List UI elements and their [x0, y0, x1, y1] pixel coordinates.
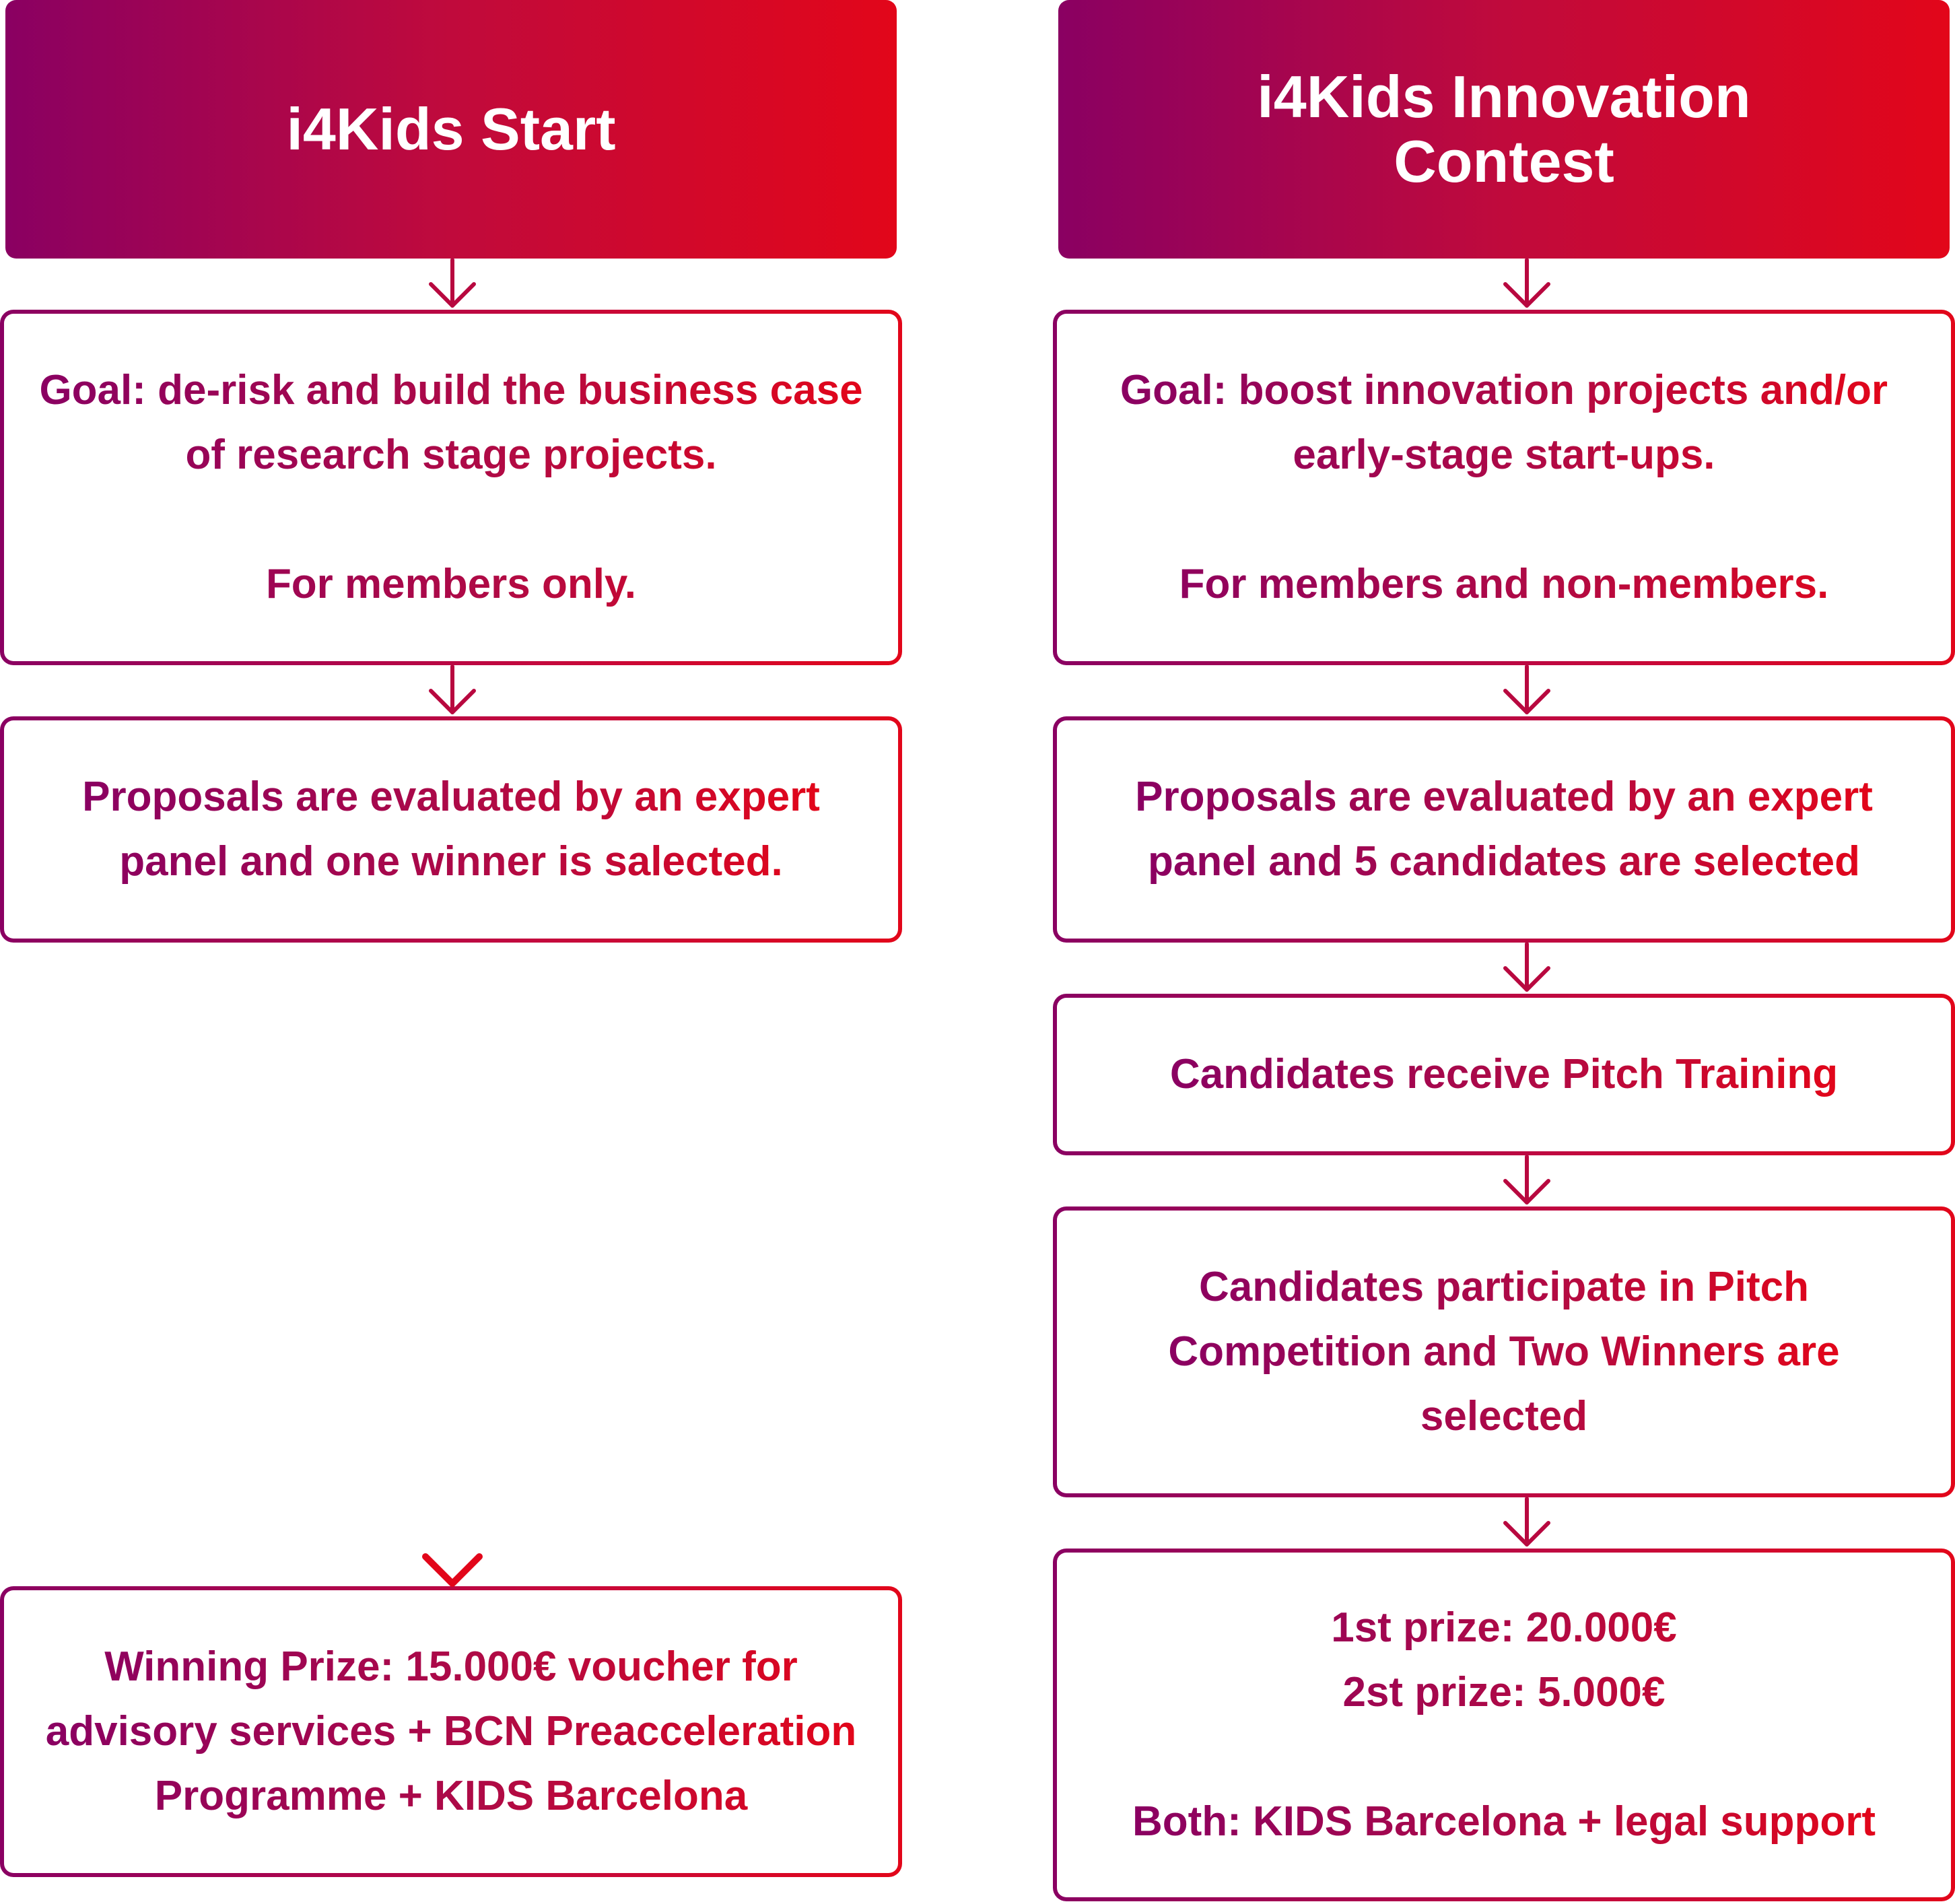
right-goal-box: Goal: boost innovation projects and/or e…: [1053, 310, 1955, 665]
right-evaluation-text: Proposals are evaluated by an expert pan…: [1135, 765, 1873, 894]
arrow-right-evaluation-to-training: [1503, 942, 1550, 992]
left-prize-box: Winning Prize: 15.000€ voucher for advis…: [0, 1586, 902, 1877]
right-column-title-header: i4Kids Innovation Contest: [1058, 0, 1950, 259]
right-prizes-text: 1st prize: 20.000€ 2st prize: 5.000€ Bot…: [1132, 1596, 1876, 1854]
arrow-left-evaluation-to-prize-head: [422, 1553, 483, 1587]
left-goal-text: Goal: de-risk and build the business cas…: [39, 358, 862, 617]
right-training-text: Candidates receive Pitch Training: [1170, 1042, 1838, 1107]
right-competition-box: Candidates participate in Pitch Competit…: [1053, 1206, 1955, 1497]
arrow-right-header-to-goal: [1503, 258, 1550, 308]
right-goal-text: Goal: boost innovation projects and/or e…: [1120, 358, 1888, 617]
right-training-box: Candidates receive Pitch Training: [1053, 994, 1955, 1155]
arrow-right-training-to-competition: [1503, 1155, 1550, 1204]
arrow-left-header-to-goal: [429, 258, 476, 308]
left-goal-box: Goal: de-risk and build the business cas…: [0, 310, 902, 665]
left-prize-text: Winning Prize: 15.000€ voucher for advis…: [46, 1635, 857, 1829]
arrow-right-competition-to-prizes: [1503, 1497, 1550, 1546]
left-column-title: i4Kids Start: [286, 96, 616, 162]
right-evaluation-box: Proposals are evaluated by an expert pan…: [1053, 716, 1955, 943]
arrow-right-goal-to-evaluation: [1503, 665, 1550, 714]
right-prizes-box: 1st prize: 20.000€ 2st prize: 5.000€ Bot…: [1053, 1549, 1955, 1901]
left-column-title-header: i4Kids Start: [5, 0, 897, 259]
left-evaluation-box: Proposals are evaluated by an expert pan…: [0, 716, 902, 943]
right-column-title: i4Kids Innovation Contest: [1257, 63, 1751, 195]
right-competition-text: Candidates participate in Pitch Competit…: [1168, 1255, 1839, 1449]
left-evaluation-text: Proposals are evaluated by an expert pan…: [82, 765, 820, 894]
arrow-left-goal-to-evaluation: [429, 665, 476, 714]
